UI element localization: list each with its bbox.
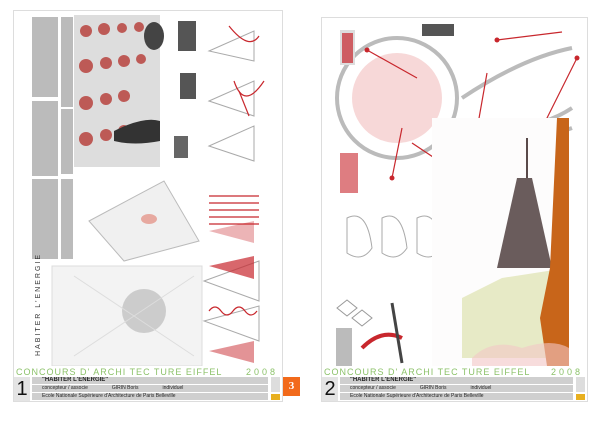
school-logo bbox=[271, 394, 280, 400]
band-title: CONCOURS D' ARCHI TEC TURE EIFFEL bbox=[16, 368, 223, 377]
poster-board-1: HABITER L'ENERGIE CONCOURS D' ARCHI TEC … bbox=[13, 10, 283, 402]
school-name: Ecole Nationale Supérieure d'Architectur… bbox=[32, 393, 268, 400]
project-title: "HABITER L'ENERGIE" bbox=[32, 377, 268, 384]
role-label: concepteur / associe bbox=[42, 385, 88, 391]
board-number: 1 bbox=[14, 377, 30, 401]
author-name: GIRIN Boris bbox=[419, 385, 447, 391]
school-logo bbox=[576, 394, 585, 400]
info-block: 2 "HABITER L'ENERGIE" concepteur / assoc… bbox=[322, 377, 587, 401]
eiffel-logo bbox=[271, 377, 280, 392]
role-label: concepteur / associe bbox=[350, 385, 396, 391]
poster-board-2: CONCOURS D' ARCHI TEC TURE EIFFEL 2008 2… bbox=[321, 17, 588, 402]
board-number: 2 bbox=[322, 377, 338, 401]
poster-2-artwork bbox=[335, 24, 580, 366]
text-columns bbox=[32, 17, 73, 259]
poster-1-artwork bbox=[32, 15, 265, 366]
band-year: 2008 bbox=[245, 367, 278, 377]
competition-band: CONCOURS D' ARCHI TEC TURE EIFFEL 2008 bbox=[322, 368, 587, 377]
author-row: concepteur / associe GIRIN Boris individue… bbox=[340, 385, 573, 392]
competition-band: CONCOURS D' ARCHI TEC TURE EIFFEL 2008 bbox=[14, 368, 282, 377]
eiffel-logo bbox=[576, 377, 585, 392]
entry-type: individuel bbox=[470, 385, 492, 391]
band-title: CONCOURS D' ARCHI TEC TURE EIFFEL bbox=[324, 368, 531, 377]
page-number-badge: 3 bbox=[283, 377, 300, 396]
info-block: 1 "HABITER L'ENERGIE" concepteur / assoc… bbox=[14, 377, 282, 401]
project-title: "HABITER L'ENERGIE" bbox=[340, 377, 573, 384]
poster-vertical-title: HABITER L'ENERGIE bbox=[35, 252, 42, 356]
author-row: concepteur / associe GIRIN Boris individue… bbox=[32, 385, 268, 392]
entry-type: individuel bbox=[162, 385, 184, 391]
school-name: Ecole Nationale Supérieure d'Architectur… bbox=[340, 393, 573, 400]
band-year: 2008 bbox=[550, 367, 583, 377]
author-name: GIRIN Boris bbox=[111, 385, 139, 391]
